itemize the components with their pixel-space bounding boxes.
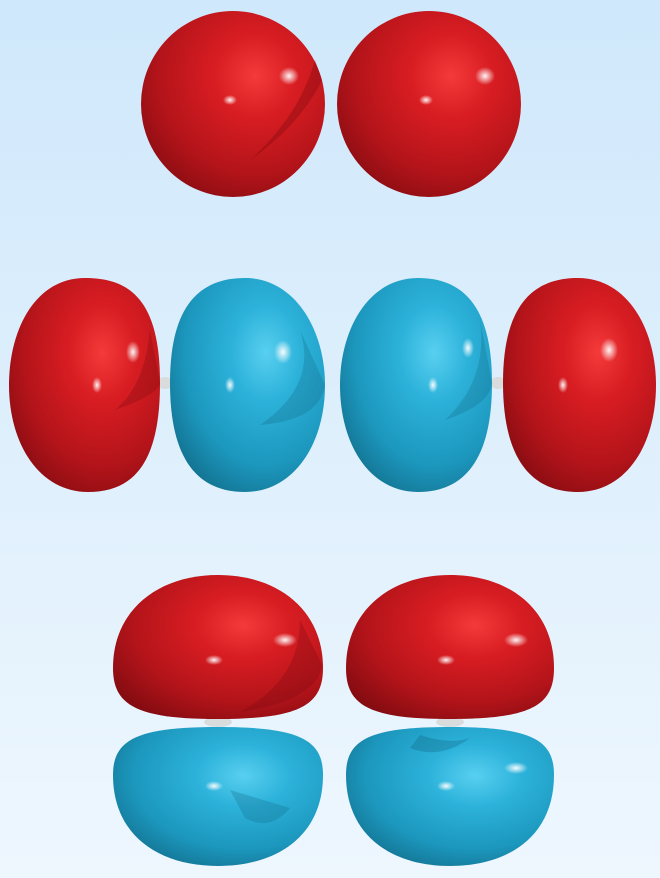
positive-lobe	[141, 11, 325, 197]
positive-lobe	[337, 11, 521, 197]
negative-lobe	[170, 278, 325, 492]
positive-lobe	[503, 278, 656, 492]
positive-lobe	[9, 278, 160, 492]
negative-lobe	[340, 278, 492, 492]
